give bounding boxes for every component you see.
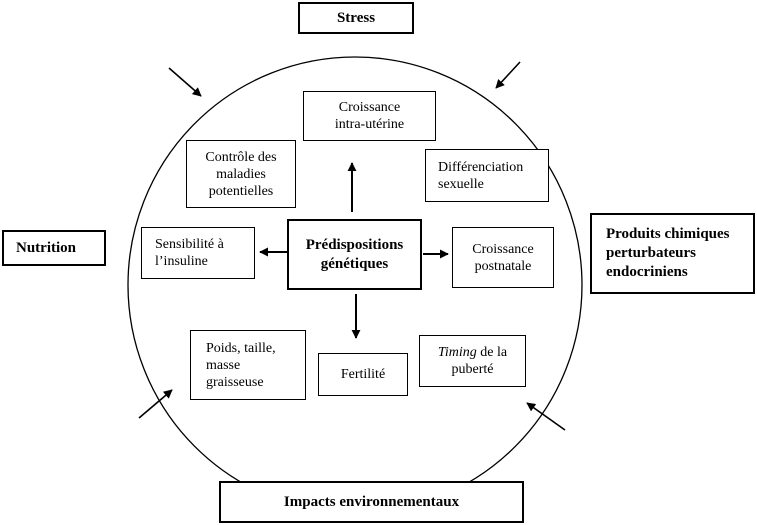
node-insulin-sensitivity: Sensibilité à l’insuline — [141, 227, 255, 279]
node-disease-control: Contrôle des maladies potentielles — [186, 140, 296, 208]
node-intrauterine-growth: Croissance intra-utérine — [303, 91, 436, 141]
node-sexual-differentiation-label: Différenciation sexuelle — [438, 159, 524, 192]
node-sexual-differentiation: Différenciation sexuelle — [425, 149, 549, 202]
arrow-bottomleft-in — [138, 389, 173, 419]
node-genetic-predispositions: Prédispositions génétiques — [287, 219, 422, 290]
factor-environment: Impacts environnementaux — [219, 481, 524, 523]
node-insulin-sensitivity-label: Sensibilité à l’insuline — [155, 237, 224, 269]
node-puberty-timing-label: Timing de la puberté — [432, 344, 513, 378]
node-intrauterine-growth-label: Croissance intra-utérine — [334, 100, 405, 132]
node-puberty-timing-italic: Timing — [437, 345, 477, 360]
factor-stress: Stress — [298, 2, 414, 34]
arrow-topright-in — [495, 61, 521, 89]
factor-stress-label: Stress — [336, 9, 376, 26]
node-postnatal-growth-label: Croissance postnatale — [472, 241, 534, 274]
factor-nutrition-label: Nutrition — [16, 239, 76, 256]
node-fertility-label: Fertilité — [340, 367, 386, 382]
factor-environment-label: Impacts environnementaux — [283, 493, 460, 510]
node-body-composition-label: Poids, taille, masse graisseuse — [206, 340, 276, 390]
factor-chemicals: Produits chimiques perturbateurs endocri… — [590, 213, 755, 294]
node-puberty-timing: Timing de la puberté — [419, 335, 526, 387]
factor-nutrition: Nutrition — [2, 230, 106, 266]
arrow-bottomright-in — [526, 402, 566, 431]
node-genetic-predispositions-label: Prédispositions génétiques — [305, 236, 404, 272]
node-body-composition: Poids, taille, masse graisseuse — [190, 330, 306, 400]
node-fertility: Fertilité — [318, 353, 408, 396]
node-postnatal-growth: Croissance postnatale — [452, 227, 554, 288]
arrow-topleft-in — [168, 67, 202, 97]
node-puberty-timing-rest: de la puberté — [451, 345, 508, 377]
node-disease-control-label: Contrôle des maladies potentielles — [205, 149, 277, 199]
factor-chemicals-label: Produits chimiques perturbateurs endocri… — [606, 226, 730, 280]
